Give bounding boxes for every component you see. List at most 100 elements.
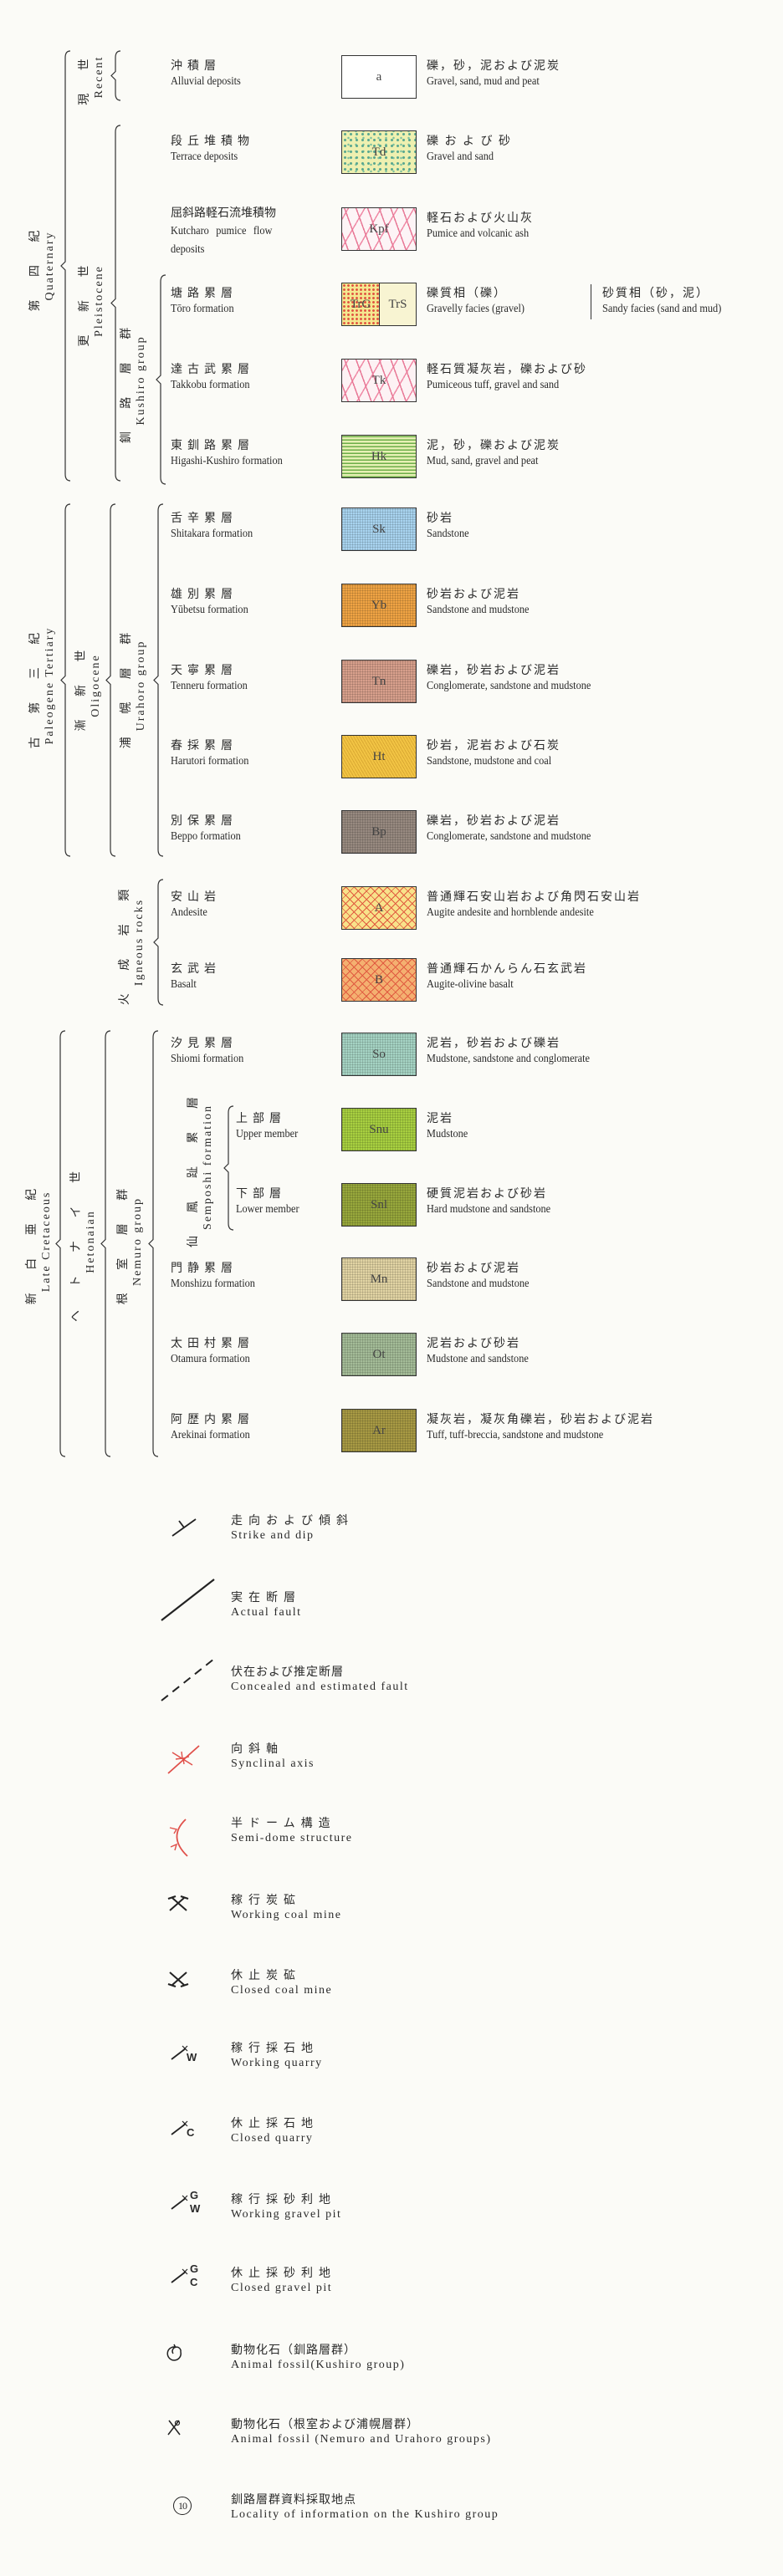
unit-desc-jp: 礫 お よ び 砂: [427, 135, 512, 148]
unit-desc-jp: 軽石質凝灰岩，礫および砂: [427, 364, 587, 376]
label-hetonaian-en: Hetonaian: [84, 1210, 97, 1273]
unit-name-en: Shiomi formation: [171, 1053, 244, 1065]
gravelly-facies-swatch: TrG: [342, 283, 380, 325]
label-hetonaian-jp: ヘ ト ナ イ 世: [70, 1161, 83, 1322]
unit-code: Mn: [370, 1272, 388, 1286]
label-nemuro-en: Nemuro group: [131, 1196, 144, 1287]
actual-fault-icon: [159, 1577, 218, 1628]
unit-code: Hk: [371, 449, 387, 463]
unit-code: A: [374, 900, 384, 915]
label-igneous-jp: 火 成 岩 類: [119, 879, 131, 1006]
unit-code: Td: [371, 145, 386, 159]
unit-desc-jp: 礫質相（礫）: [427, 288, 507, 300]
unit-desc2-en: Sandy facies (sand and mud): [602, 303, 722, 315]
unit-desc-jp: 礫岩，砂岩および泥岩: [427, 815, 560, 828]
unit-desc-jp: 砂岩および泥岩: [427, 589, 520, 601]
group-brackets: [55, 50, 234, 1457]
unit-name-jp: 雄別累層: [171, 589, 238, 601]
bracket-kushiro: [156, 274, 166, 485]
unit-code: Snu: [369, 1122, 389, 1136]
unit-box-Snu: Snu: [341, 1108, 417, 1151]
bracket-quaternary: [60, 50, 71, 482]
unit-name-en: Upper member: [236, 1128, 299, 1140]
unit-box-Yb: Yb: [341, 584, 417, 627]
unit-name-jp: 門静累層: [171, 1262, 238, 1275]
bracket-nemuro: [148, 1030, 159, 1457]
symbol-label-jp: 休止採砂利地: [231, 2267, 336, 2280]
label-paleogene-en: Paleogene Tertiary: [44, 626, 56, 745]
unit-name-en: Kutcharo pumice flow deposits: [171, 225, 273, 256]
unit-code: Bp: [371, 824, 386, 839]
unit-box-Td: Td: [341, 130, 417, 174]
bracket-paleogene: [60, 503, 71, 857]
unit-desc-jp: 礫岩，砂岩および泥岩: [427, 665, 560, 677]
locality-number: 10: [173, 2497, 192, 2515]
unit-desc-en: Conglomerate, sandstone and mudstone: [427, 830, 591, 843]
unit-desc-en: Gravel, sand, mud and peat: [427, 75, 540, 88]
unit-name-en: Terrace deposits: [171, 150, 238, 163]
unit-desc-en: Sandstone and mudstone: [427, 1278, 530, 1290]
symbol-label-jp: 稼行採砂利地: [231, 2194, 336, 2206]
symbol-letter: C: [187, 2126, 195, 2139]
unit-code: Tk: [371, 373, 386, 387]
unit-box-A: A: [341, 886, 417, 930]
unit-name-en: Lower member: [236, 1203, 299, 1216]
closed-quarry-icon: C: [170, 2114, 212, 2145]
unit-desc-jp: 普通輝石安山岩および角閃石安山岩: [427, 891, 641, 904]
unit-name-jp: 太田村累層: [171, 1338, 254, 1350]
concealed-fault-icon: [159, 1656, 218, 1707]
unit-name-en: Beppo formation: [171, 830, 241, 843]
unit-code: Ar: [372, 1423, 386, 1437]
label-urahoro-jp: 浦 幌 層 群: [120, 622, 133, 749]
closed-coal-mine-icon: [166, 1969, 191, 1993]
bracket-oligocene: [105, 503, 116, 857]
unit-desc-en: Mudstone: [427, 1128, 468, 1140]
unit-desc-en: Sandstone, mudstone and coal: [427, 755, 552, 768]
unit-name-jp: 玄武岩: [171, 963, 221, 976]
unit-box-Ar: Ar: [341, 1409, 417, 1452]
symbol-letter: G: [190, 2189, 199, 2201]
unit-code: Tn: [371, 674, 386, 688]
unit-desc-en: Sandstone and mudstone: [427, 604, 530, 616]
bracket-igneous: [153, 879, 164, 1006]
unit-name-en: Tōro formation: [171, 303, 234, 315]
unit-desc-jp: 凝灰岩，凝灰角礫岩，砂岩および泥岩: [427, 1414, 654, 1426]
unit-box-Sk: Sk: [341, 508, 417, 551]
unit-box-Kpf: Kpf: [341, 207, 417, 251]
unit-desc-jp: 泥岩および砂岩: [427, 1338, 520, 1350]
unit-name-en: Yūbetsu formation: [171, 604, 248, 616]
unit-desc2-jp: 砂質相（砂，泥）: [602, 288, 709, 300]
unit-desc-en: Conglomerate, sandstone and mudstone: [427, 680, 591, 692]
bracket-cretaceous: [55, 1030, 66, 1457]
symbol-letter: G: [190, 2262, 199, 2275]
label-recent-jp: 現 世: [79, 48, 91, 105]
symbol-label-jp: 釧路層群資料採取地点: [231, 2494, 356, 2507]
label-recent-en: Recent: [93, 55, 105, 99]
unit-box-So: So: [341, 1033, 417, 1076]
unit-name-jp: 段丘堆積物: [171, 135, 254, 148]
unit-name-en: Higashi-Kushiro formation: [171, 455, 283, 467]
symbol-letter: W: [190, 2202, 201, 2215]
unit-code: Ht: [372, 749, 386, 763]
unit-desc-jp: 砂岩，泥岩および石炭: [427, 740, 560, 752]
unit-name-en: Arekinai formation: [171, 1429, 250, 1441]
bracket-hetonaian: [100, 1030, 111, 1457]
label-oligocene-en: Oligocene: [90, 654, 102, 717]
strike-dip-icon: [166, 1514, 199, 1543]
unit-code: So: [372, 1047, 386, 1061]
unit-desc-en: Mudstone, sandstone and conglomerate: [427, 1053, 591, 1065]
unit-name-jp: 阿歴内累層: [171, 1414, 254, 1426]
symbol-letter: W: [187, 2051, 197, 2063]
symbol-label-en: Concealed and estimated fault: [231, 1681, 409, 1693]
label-urahoro-en: Urahoro group: [135, 640, 147, 732]
bracket-pleistocene: [110, 125, 121, 482]
unit-code: Ot: [372, 1347, 386, 1361]
symbol-label-en: Strike and dip: [231, 1529, 315, 1542]
